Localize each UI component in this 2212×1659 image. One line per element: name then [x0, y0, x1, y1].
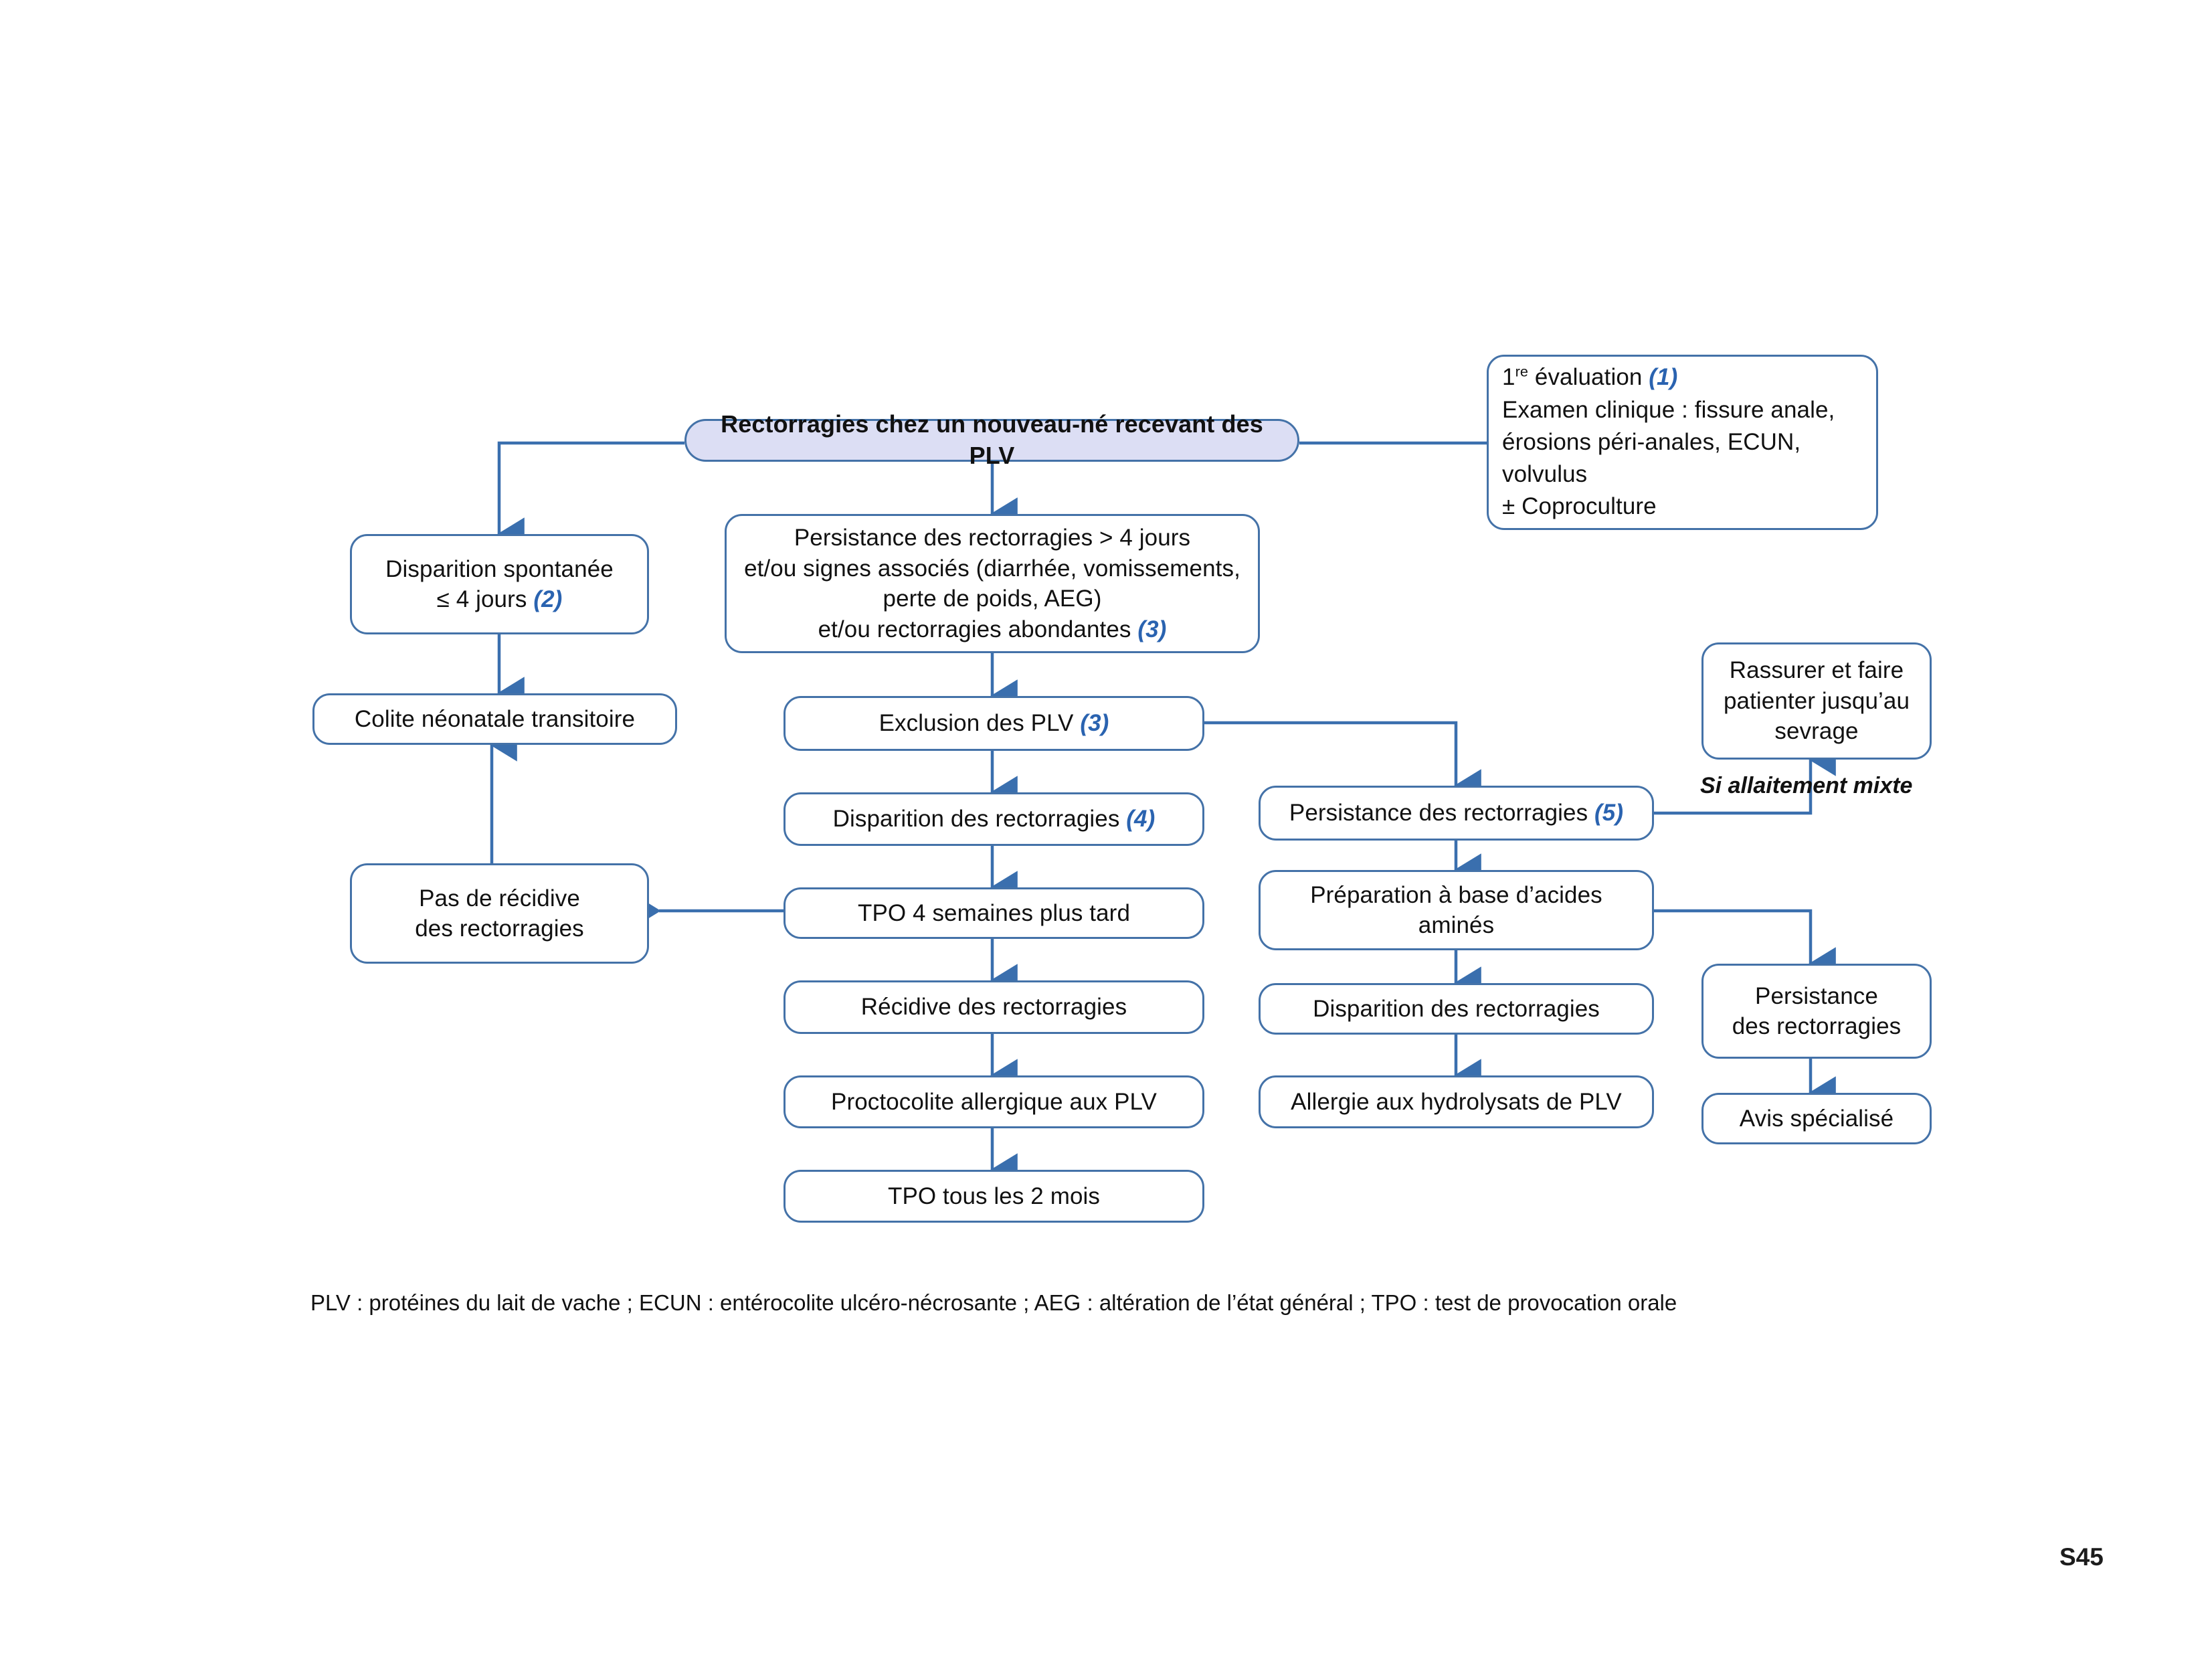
exclusion-plv-label: Exclusion des PLV (3) — [879, 710, 1109, 737]
node-colite-neonatale[interactable]: Colite néonatale transitoire — [312, 693, 677, 745]
node-disparition-spontanee[interactable]: Disparition spontanée ≤ 4 jours (2) — [350, 534, 649, 634]
node-tpo-2-mois[interactable]: TPO tous les 2 mois — [784, 1170, 1204, 1223]
persistance-4j-line-1: Persistance des rectorragies > 4 jours — [794, 525, 1191, 551]
pas-de-recidive-text: Pas de récidive des rectorragies — [415, 883, 584, 944]
node-avis-specialise[interactable]: Avis spécialisé — [1701, 1093, 1932, 1144]
persistance-aa-line-1: Persistance — [1755, 982, 1878, 1009]
disparition-rectorragies-4-label: Disparition des rectorragies (4) — [832, 806, 1156, 833]
legend-abbreviations: PLV : protéines du lait de vache ; ECUN … — [310, 1290, 1677, 1315]
node-preparation-acides-amines[interactable]: Préparation à base d’acides aminés — [1259, 870, 1654, 950]
node-recidive-rectorragies[interactable]: Récidive des rectorragies — [784, 980, 1204, 1034]
evaluation-text-block: 1re évaluation (1) Examen clinique : fis… — [1502, 361, 1835, 523]
footnote-ref-4: (4) — [1126, 806, 1156, 833]
footnote-ref-2: (2) — [533, 586, 563, 612]
persistance-4j-line-3: perte de poids, AEG) — [883, 586, 1102, 612]
disparition-spontanee-text: Disparition spontanée ≤ 4 jours (2) — [385, 554, 614, 615]
evaluation-line-2: Examen clinique : fissure anale, — [1502, 396, 1835, 423]
persistance-4j-text: Persistance des rectorragies > 4 jours e… — [744, 523, 1240, 644]
node-proctocolite-allergique[interactable]: Proctocolite allergique aux PLV — [784, 1075, 1204, 1128]
disparition-spontanee-line-1: Disparition spontanée — [385, 555, 614, 582]
pas-de-recidive-line-2: des rectorragies — [415, 915, 584, 942]
node-exclusion-plv[interactable]: Exclusion des PLV (3) — [784, 696, 1204, 751]
rassurer-line-2: patienter jusqu’au — [1723, 687, 1910, 714]
footnote-ref-3b: (3) — [1080, 710, 1109, 737]
persistance-4j-line-4: et/ou rectorragies abondantes (3) — [818, 616, 1167, 642]
pas-de-recidive-line-1: Pas de récidive — [419, 885, 580, 911]
evaluation-line-3: érosions péri-anales, ECUN, — [1502, 428, 1801, 455]
node-allergie-hydrolysats[interactable]: Allergie aux hydrolysats de PLV — [1259, 1075, 1654, 1128]
node-persistance-4-jours[interactable]: Persistance des rectorragies > 4 jours e… — [725, 514, 1260, 653]
tpo-2-mois-label: TPO tous les 2 mois — [887, 1183, 1100, 1209]
footnote-ref-3a: (3) — [1137, 616, 1167, 642]
edge-label-si-allaitement-mixte: Si allaitement mixte — [1700, 773, 1913, 798]
node-persistance-rectorragies-5[interactable]: Persistance des rectorragies (5) — [1259, 786, 1654, 841]
recidive-rectorragies-label: Récidive des rectorragies — [860, 994, 1127, 1021]
node-disparition-rectorragies-aa[interactable]: Disparition des rectorragies — [1259, 983, 1654, 1035]
colite-neonatale-label: Colite néonatale transitoire — [354, 705, 636, 732]
preparation-line-1: Préparation à base d’acides — [1310, 881, 1602, 908]
ordinal-suffix: re — [1515, 363, 1529, 380]
rassurer-line-1: Rassurer et faire — [1729, 657, 1904, 684]
evaluation-line-1: 1re évaluation (1) — [1502, 363, 1678, 391]
rassurer-line-3: sevrage — [1774, 718, 1859, 745]
node-rassurer-patienter[interactable]: Rassurer et faire patienter jusqu’au sev… — [1701, 642, 1932, 760]
persistance-aa-line-2: des rectorragies — [1732, 1013, 1902, 1039]
node-disparition-rectorragies-4[interactable]: Disparition des rectorragies (4) — [784, 792, 1204, 846]
evaluation-line-4: volvulus — [1502, 461, 1588, 488]
persistance-rectorragies-5-label: Persistance des rectorragies (5) — [1289, 800, 1624, 826]
disparition-rectorragies-aa-label: Disparition des rectorragies — [1313, 995, 1600, 1022]
node-persistance-rectorragies-aa[interactable]: Persistance des rectorragies — [1701, 964, 1932, 1059]
tpo-4-semaines-label: TPO 4 semaines plus tard — [857, 899, 1131, 926]
persistance-4j-line-2: et/ou signes associés (diarrhée, vomisse… — [744, 555, 1240, 582]
preparation-line-2: aminés — [1418, 912, 1495, 938]
node-title-rectorragies[interactable]: Rectorragies chez un nouveau-né recevant… — [684, 410, 1299, 469]
node-premiere-evaluation[interactable]: 1re évaluation (1) Examen clinique : fis… — [1487, 355, 1878, 530]
proctocolite-label: Proctocolite allergique aux PLV — [831, 1088, 1157, 1115]
preparation-text: Préparation à base d’acides aminés — [1310, 880, 1602, 941]
footnote-ref-1: (1) — [1649, 364, 1678, 391]
node-title-label: Rectorragies chez un nouveau-né recevant… — [721, 410, 1263, 469]
footnote-ref-5: (5) — [1594, 800, 1624, 826]
avis-specialise-label: Avis spécialisé — [1739, 1105, 1894, 1132]
evaluation-line-5: ± Coproculture — [1502, 493, 1657, 520]
page-number: S45 — [2059, 1543, 2104, 1571]
allergie-hydrolysats-label: Allergie aux hydrolysats de PLV — [1291, 1088, 1622, 1115]
persistance-aa-text: Persistance des rectorragies — [1732, 981, 1902, 1042]
rassurer-text: Rassurer et faire patienter jusqu’au sev… — [1724, 655, 1910, 747]
node-tpo-4-semaines[interactable]: TPO 4 semaines plus tard — [784, 887, 1204, 939]
node-pas-de-recidive[interactable]: Pas de récidive des rectorragies — [350, 863, 649, 964]
disparition-spontanee-line-2: ≤ 4 jours (2) — [436, 586, 563, 612]
